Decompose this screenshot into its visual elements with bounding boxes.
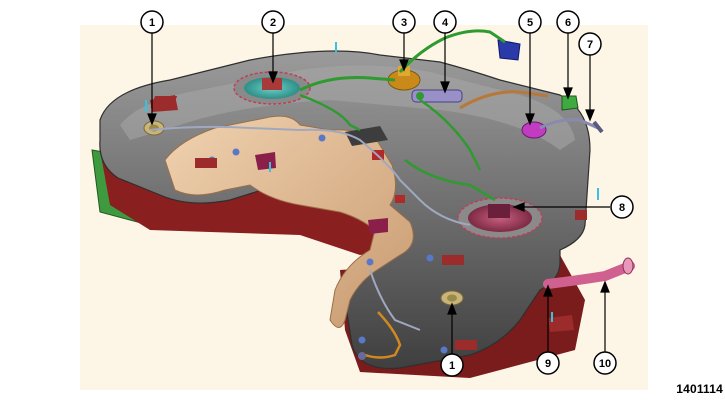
callout-label: 7 [587,39,593,51]
callout-label: 2 [270,17,276,29]
leader-arrow-6 [563,87,573,100]
copper-line [459,90,549,110]
fill-pipe [543,261,635,289]
pump-connector-right [488,204,510,218]
callout-label: 8 [619,202,625,214]
drain-hose [364,311,402,359]
heat-shield [164,115,414,328]
callout-7: 7 [578,32,602,56]
pump-connector-left [262,78,282,90]
vent-line-end [592,120,604,134]
sensor-fitting [416,92,424,100]
callout-label: 1 [449,360,455,372]
mounting-pad [195,158,217,168]
fuel-line-lower [299,93,361,132]
vapor-line-lower [369,269,421,331]
callout-label: 1 [149,17,155,29]
vent-line [539,118,599,130]
access-plate [345,126,388,146]
leader-lines [147,33,610,354]
callout-1b: 1 [440,353,464,377]
shield-bolt [440,346,448,354]
strap-bracket [150,95,178,112]
leader-arrow-4 [440,81,450,94]
electrical-connector [497,39,521,61]
leader-arrow-10 [600,280,610,293]
shield-bolt [232,148,240,156]
leader-arrow-2 [268,71,278,84]
vapor-line [149,125,471,226]
vapor-fitting [561,95,579,111]
vent-valve [521,121,547,139]
strap-bracket [368,218,388,234]
mounting-pad [395,195,405,203]
callout-1a: 1 [140,10,164,34]
strap-bracket [548,315,574,332]
figure-code: 1401114 [676,382,723,396]
fuel-line-crossover [299,76,396,92]
callout-label: 10 [599,358,611,370]
leader-arrow-8 [512,202,525,212]
callout-label: 9 [545,358,551,370]
leader-arrow-7 [585,109,595,122]
callout-label: 6 [565,17,571,29]
callout-4: 4 [433,10,457,34]
callout-label: 3 [401,17,407,29]
fill-pipe-neck [622,257,634,275]
callout-label: 5 [527,17,533,29]
fuel-line-pump [404,159,496,202]
callout-5: 5 [518,10,542,34]
shield-bolt [426,254,434,262]
callout-10: 10 [593,351,617,375]
hose-end [358,352,366,360]
leader-arrow-5 [525,113,535,126]
leader-arrow-1a [147,113,157,126]
pressure-sensor [411,89,463,103]
shield-bolt [318,134,326,142]
fuel-line-right [419,98,482,171]
mounting-pad [455,340,477,350]
leader-arrow-1b [447,302,457,315]
callout-label: 4 [442,17,449,29]
callout-2: 2 [261,10,285,34]
tank-highlight [120,65,575,150]
drain-plug-right-center [447,294,457,302]
leader-arrow-3 [399,59,409,72]
strap-bracket [255,152,276,170]
callout-3: 3 [392,10,416,34]
mounting-pad [575,210,587,220]
shield-bolt [358,336,366,344]
callout-6: 6 [556,10,580,34]
callout-9: 9 [536,351,560,375]
callout-8: 8 [610,195,634,219]
shield-bolt [366,258,374,266]
leader-arrow-9 [543,284,553,297]
mounting-pad [442,255,464,265]
